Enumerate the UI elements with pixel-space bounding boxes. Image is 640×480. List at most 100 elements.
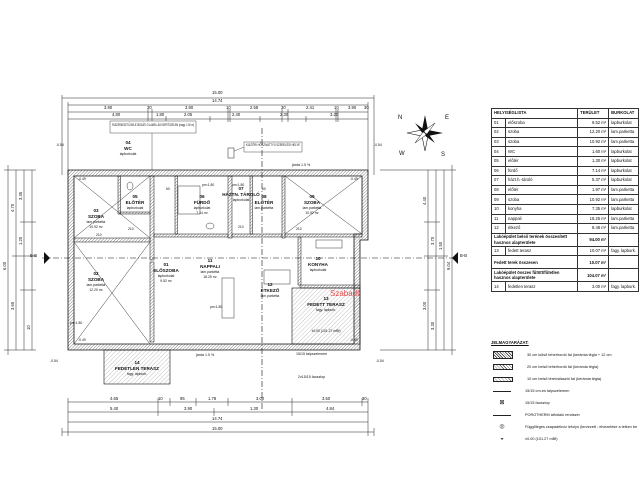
cell-area: 8.48 m² [577, 223, 610, 234]
cell-area: 12.20 m² [577, 127, 610, 138]
cell-surface: lam.parketta [608, 184, 639, 196]
room-14: 14 FEDETLEN TERASZ fagy. lapburk. [115, 360, 159, 376]
dim-label: 4.40 [422, 196, 427, 205]
room-name: SZOBA [304, 200, 321, 205]
room-09: 09 SZOBA lam.parketta 10.92 m² [303, 194, 322, 215]
legend-item: ◒±0.00 (101.27 mBf) [491, 433, 640, 445]
cell-num: 12 [491, 223, 506, 234]
toilet [126, 181, 134, 191]
cell-num: 14 [491, 281, 506, 292]
dim-label: 9.04 [446, 261, 451, 270]
room-13: 13 FEDETT TERASZ fagy. lapburk. ±0.00 (1… [307, 296, 345, 333]
sum-empty [608, 255, 639, 270]
cell-num: 01 [491, 117, 506, 129]
room-num: 12 [267, 282, 273, 287]
elevation-note: ±0.00 (101.27 mBf) [311, 329, 340, 333]
sum-label: Fedett terek összesen [490, 255, 579, 270]
cell-num: 08 [491, 184, 506, 196]
cell-surface: lapburkolat [608, 155, 639, 167]
window-label: 210 [128, 227, 134, 231]
cell-name: fürdő [504, 165, 579, 177]
cell-area: 10.92 m² [577, 194, 610, 205]
stair-block [263, 269, 291, 285]
section-label-left: B-B [30, 253, 37, 258]
level: -0.54 [374, 143, 382, 147]
room-sub: lapburkolat [233, 198, 250, 202]
section-arrow-left-icon [44, 252, 50, 264]
cell-name: WC [504, 146, 579, 157]
room-area: 7.14 m² [196, 211, 208, 215]
room-08: 08 ELŐTÉR lam.parketta [255, 194, 274, 210]
room-10: 10 KONYHA lapburkolat [308, 256, 329, 272]
wall-30-swatch-icon [493, 351, 513, 359]
lintel-line-icon [493, 414, 511, 416]
room-num: 14 [134, 360, 140, 365]
cell-name: előtér [504, 184, 579, 196]
room-num: 02 [93, 271, 99, 276]
legend-item: 10 cm belső térelválasztó fal (kerámia t… [491, 373, 640, 385]
bathtub [177, 185, 201, 215]
level: -0.54 [376, 359, 384, 363]
room-name: SZOBA [88, 214, 105, 219]
dim-label: 3.90 [348, 105, 357, 110]
cell-area: 7.14 m² [577, 165, 610, 177]
sum-value: 94.00 m² [577, 232, 610, 247]
dim-label: 3.70 [430, 236, 435, 245]
dimension-chain-bottom [61, 398, 375, 436]
cell-area: 1.30 m² [577, 155, 610, 167]
dim-label: 4.84 [326, 406, 335, 411]
window-label: 60 [166, 187, 170, 191]
table-header-row: HELYISÉGLISTA TERÜLET BURKOLAT [490, 108, 639, 119]
table-header: BURKOLAT [608, 108, 639, 119]
compass-s: S [441, 152, 445, 158]
downpipe-circle-icon: ◎ [499, 423, 505, 430]
elevation-marker-icon: ◒ [500, 435, 504, 442]
dim-label: 95 [180, 396, 185, 401]
room-num: 05 [132, 194, 138, 199]
table-row: 13 fedett terasz 10.07 m² fagy. lapburk. [491, 245, 639, 257]
dim-bottom-labels: 4.65 10 95 1.78 3.00 3.50 30 5.40 3.90 1… [110, 396, 367, 431]
room-name: ELŐTÉR [126, 198, 145, 205]
fixtures [73, 175, 363, 345]
cell-name: szoba [504, 127, 579, 138]
level: -0.54 [50, 359, 58, 363]
dim-label: 2.40 [232, 112, 241, 117]
room-name: HÁZTN. TÁROLÓ [222, 190, 260, 197]
legend-label: 30 cm külső teherhordó fal (kerámia tégl… [527, 353, 612, 357]
dimension-chain-right [380, 165, 456, 355]
room-name: ELŐTÉR [255, 198, 274, 205]
wall-20-swatch-icon [493, 364, 513, 370]
room-12: 12 ÉTKEZŐ lam.parketta [261, 282, 280, 298]
heat-pump-unit [227, 147, 235, 159]
dim-top-chain4: 4.80 1.80 2.05 2.40 2.30 3.20 [112, 112, 339, 117]
pm-label: pm:1.80 [202, 183, 214, 187]
legend-item: 30 cm külső teherhordó fal (kerámia tégl… [491, 349, 640, 361]
dim-label: 4.80 [112, 112, 121, 117]
post-note: 2x15/15 faoszlop [298, 375, 325, 379]
pm-label: pm:1.80 [70, 321, 82, 325]
beam-note: 15/15 talpszelemen [296, 352, 327, 356]
dim-label: 3.90 [184, 406, 193, 411]
dim-label: 30 [364, 105, 369, 110]
cell-surface: lapburkolat [608, 165, 639, 177]
table-header: TERÜLET [577, 108, 610, 119]
room-03: 03 SZOBA lam.parketta 10.92 m² [87, 208, 106, 229]
room-sub: lapburkolat [194, 206, 211, 210]
room-sub: lam.parketta [87, 283, 106, 287]
dim-left-labels: 4.70 3.35 1.20 6.00 3.65 10 [2, 191, 31, 330]
dim-top-total: 15.00 [212, 90, 223, 95]
room-name: NAPPALI [200, 264, 220, 269]
watermark: Szabadt [330, 289, 360, 298]
legend-title: JELMAGYARÁZAT: [491, 340, 529, 345]
cell-surface: lam.parketta [608, 127, 639, 138]
pm-label: pm:1.80 [232, 183, 244, 187]
dim-label: 3.50 [322, 396, 331, 401]
room-sub: lapburkolat [120, 152, 137, 156]
room-name: ELŐSZOBA [153, 267, 179, 273]
dim-label: 10 [226, 105, 231, 110]
dimension-chain-left [4, 165, 36, 355]
cell-num: 10 [491, 203, 506, 215]
dim-label: 2.30 [280, 112, 289, 117]
